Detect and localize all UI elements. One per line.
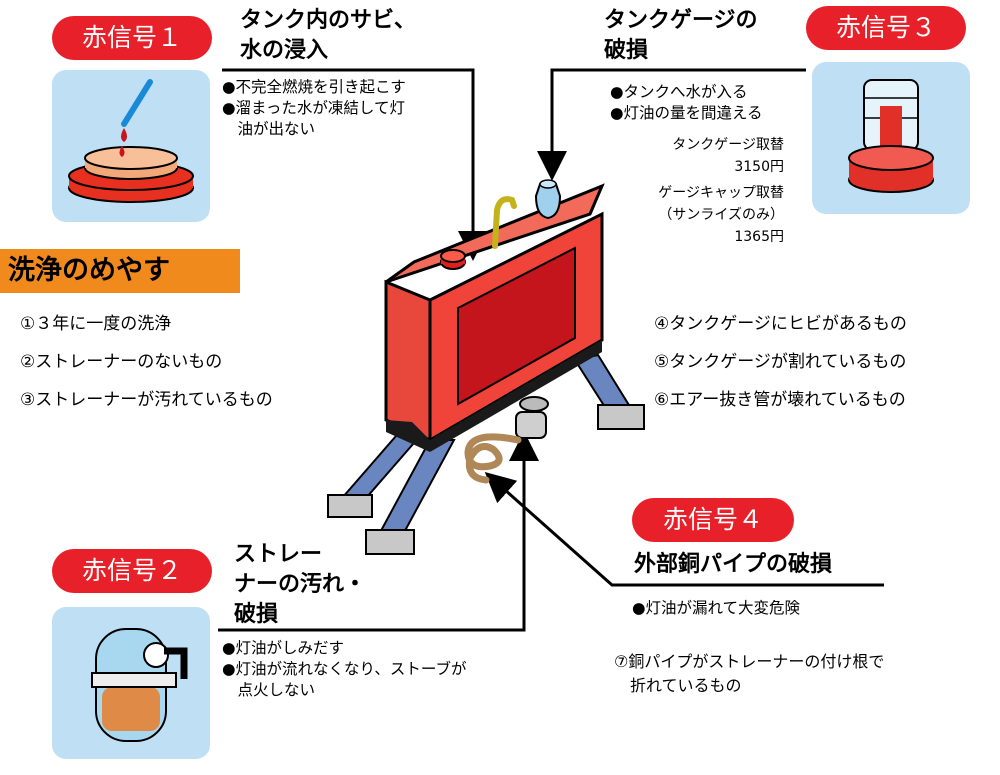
signal-1-bullets: ●不完全燃焼を引き起こす ●溜まった水が凍結して灯 油が出ない: [222, 77, 406, 140]
signal-1-badge: 赤信号１: [52, 16, 212, 60]
signal-1-bullet: 油が出ない: [222, 120, 316, 138]
signal-1-title-line2: 水の浸入: [240, 38, 329, 63]
tank-copper-pipe: [464, 433, 522, 484]
signal-2-icon-box: [52, 607, 210, 759]
signal-3-prices: タンクゲージ取替 3150円 ゲージキャップ取替 （サンライズのみ） 1365円: [616, 136, 784, 246]
signal-3-bullet: ●灯油の量を間違える: [610, 104, 763, 122]
price-note: （サンライズのみ）: [658, 207, 784, 223]
signal-2-title-line1: ストレー: [234, 542, 323, 567]
cleaning-item: ⑤タンクゲージが割れているもの: [654, 352, 907, 372]
signal-2-badge: 赤信号２: [52, 549, 212, 593]
cleaning-item: ⑥エアー抜き管が壊れているもの: [654, 390, 906, 410]
signal-3-icon-box: [812, 62, 970, 214]
signal-2-bullet: 点火しない: [222, 681, 316, 699]
signal-4-note-line1: ⑦銅パイプがストレーナーの付け根で: [614, 652, 885, 671]
signal-1-title: タンク内のサビ、 水の浸入: [240, 6, 416, 66]
leader-line-4: [484, 472, 884, 587]
strainer-icon: [91, 628, 188, 742]
tank-illustration: [327, 179, 645, 555]
cleaning-item: ③ストレーナーが汚れているもの: [20, 390, 273, 410]
cleaning-right-list: ④タンクゲージにヒビがあるもの ⑤タンクゲージが割れているもの ⑥エアー抜き管が…: [654, 312, 907, 412]
signal-3-title: タンクゲージの 破損: [604, 6, 758, 66]
signal-2-title-line3: 破損: [234, 602, 279, 627]
cleaning-title: 洗浄のめやす: [0, 249, 240, 293]
price-value: 1365円: [734, 229, 784, 245]
gauge-cap-icon: [848, 79, 934, 193]
signal-4-bullets: ●灯油が漏れて大変危険: [632, 598, 800, 619]
signal-1-bullet: ●不完全燃焼を引き起こす: [222, 78, 406, 96]
signal-3-badge: 赤信号３: [806, 6, 966, 50]
price-label: タンクゲージ取替: [672, 137, 784, 153]
leader-line-1: [222, 68, 488, 261]
leader-line-3: [537, 68, 806, 181]
tank-air-pipe: [492, 196, 517, 249]
signal-3-title-line2: 破損: [604, 38, 649, 63]
signal-4-note: ⑦銅パイプがストレーナーの付け根で 折れているもの: [614, 650, 884, 698]
price-label: ゲージキャップ取替: [658, 185, 784, 201]
signal-2-title-line2: ナーの汚れ・: [234, 572, 367, 597]
signal-4-title: 外部銅パイプの破損: [634, 552, 833, 577]
tank-strainer: [515, 396, 549, 439]
signal-1-icon-box: [52, 70, 210, 222]
signal-2-bullets: ●灯油がしみだす ●灯油が流れなくなり、ストーブが 点火しない: [222, 638, 466, 701]
signal-3-bullet: ●タンクへ水が入る: [610, 83, 748, 101]
signal-4-bullet: ●灯油が漏れて大変危険: [632, 599, 801, 617]
signal-2-bullet: ●灯油が流れなくなり、ストーブが: [222, 660, 467, 678]
signal-2-bullet: ●灯油がしみだす: [222, 639, 345, 657]
signal-4-note-line2: 折れているもの: [614, 676, 742, 695]
tank-red-cap: [440, 249, 466, 270]
cleaning-item: ②ストレーナーのないもの: [20, 352, 223, 372]
cleaning-item: ④タンクゲージにヒビがあるもの: [654, 314, 907, 334]
oil-drip-icon: [68, 79, 194, 203]
signal-1-bullet: ●溜まった水が凍結して灯: [222, 99, 405, 117]
signal-4-badge: 赤信号４: [632, 498, 794, 542]
price-value: 3150円: [734, 159, 784, 175]
cleaning-item: ①３年に一度の洗浄: [20, 314, 172, 334]
signal-2-title: ストレー ナーの汚れ・ 破損: [234, 540, 366, 630]
cleaning-left-list: ①３年に一度の洗浄 ②ストレーナーのないもの ③ストレーナーが汚れているもの: [20, 312, 273, 412]
signal-3-title-line1: タンクゲージの: [604, 8, 758, 33]
tank-gauge: [534, 179, 562, 220]
signal-3-bullets: ●タンクへ水が入る ●灯油の量を間違える: [610, 82, 763, 124]
signal-1-title-line1: タンク内のサビ、: [240, 8, 417, 33]
